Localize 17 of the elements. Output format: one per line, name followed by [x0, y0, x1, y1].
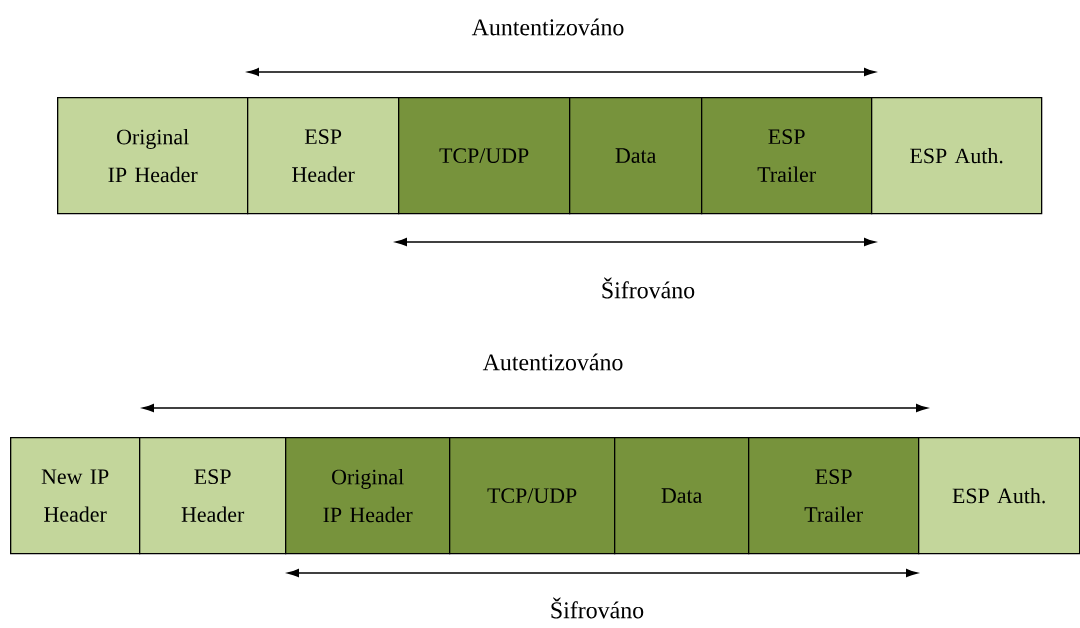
header-field: New IP Header	[10, 437, 141, 555]
header-field: Data	[569, 97, 703, 215]
header-field: ESP Header	[139, 437, 287, 555]
span-label: Šifrováno	[551, 597, 644, 619]
header-field: Original IP Header	[285, 437, 451, 555]
header-field: ESP Trailer	[748, 437, 920, 555]
header-field: ESP Auth.	[918, 437, 1080, 555]
span-label: Auntentizováno	[471, 18, 624, 36]
header-field: TCP/UDP	[449, 437, 616, 555]
header-field: ESP Auth.	[871, 97, 1043, 215]
header-field: ESP Header	[247, 97, 400, 215]
header-field: ESP Trailer	[701, 97, 873, 215]
header-field: Original IP Header	[57, 97, 249, 215]
span-label: Autentizováno	[482, 353, 623, 371]
header-field: TCP/UDP	[398, 97, 571, 215]
span-label: Šifrováno	[602, 277, 695, 299]
header-field: Data	[614, 437, 750, 555]
